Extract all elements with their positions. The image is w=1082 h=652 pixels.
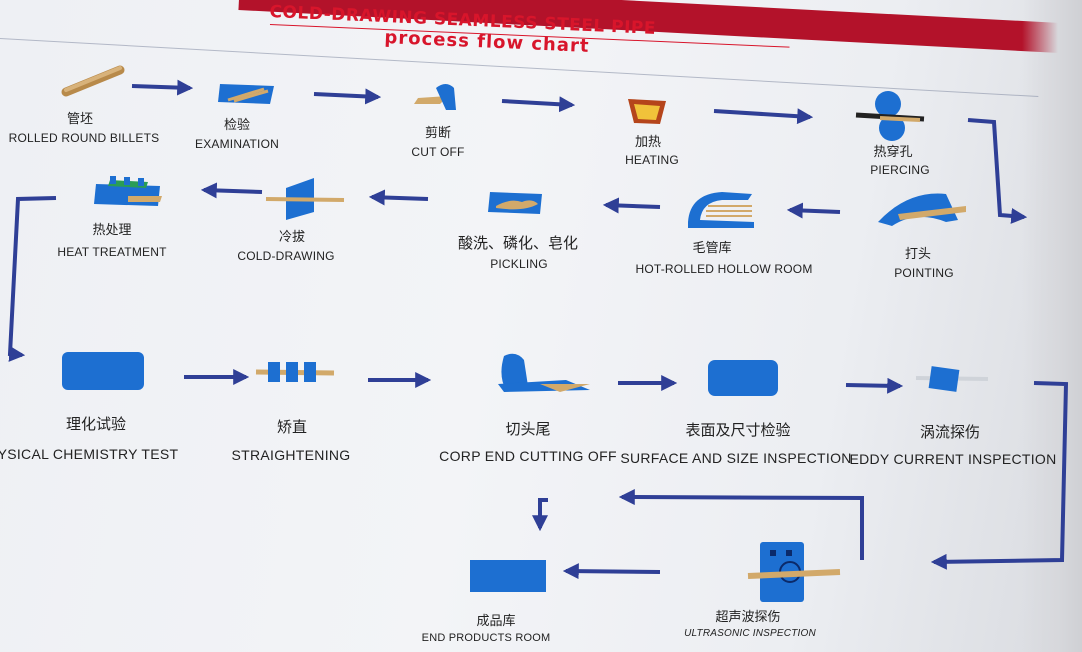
arrow-pointing-to-hollow (786, 202, 841, 219)
crop-end-icon (498, 353, 590, 392)
piercing-label-en: PIERCING (870, 163, 930, 177)
eddy-label-zh: 涡流探伤 (919, 423, 981, 441)
arrow-ultrasonic-to-endproducts-loop (618, 489, 864, 560)
surface-label-en: SURFACE AND SIZE INSPECTION (620, 450, 852, 466)
cropend-label-en: CORP END CUTTING OFF (439, 448, 617, 464)
piercing-icon (855, 91, 925, 141)
hollow-room-icon (688, 192, 754, 228)
pickling-label-zh: 酸洗、磷化、皂化 (457, 234, 579, 252)
ultrasonic-label-en: ULTRASONIC INSPECTION (684, 628, 816, 639)
arrow-cutoff-to-heating (501, 96, 576, 113)
pointing-icon (878, 193, 966, 226)
cutoff-label-en: CUT OFF (411, 145, 465, 159)
billets-label-en: ROLLED ROUND BILLETS (8, 131, 160, 145)
arrow-billets-to-exam (131, 79, 194, 96)
arrow-piercing-to-pointing (967, 118, 1028, 224)
cutoff-icon (414, 84, 456, 110)
eddy-current-icon (915, 366, 989, 392)
arrow-heating-to-piercing (713, 108, 814, 125)
arrow-ultrasonic-to-endproducts (562, 563, 661, 580)
pickling-label-en: PICKLING (490, 257, 548, 271)
arrow-eddy-to-ultrasonic (930, 381, 1069, 570)
heating-icon (628, 99, 666, 124)
arrow-down-to-endproducts (532, 498, 548, 532)
chemistry-test-icon (62, 352, 144, 390)
arrow-heattreat-to-chemtest (7, 196, 57, 362)
end-products-icon (470, 560, 546, 592)
pointing-label-en: POINTING (894, 266, 954, 280)
arrow-colddrawing-to-heattreat (200, 182, 263, 199)
cold-drawing-icon (265, 178, 345, 220)
heattreat-label-zh: 热处理 (92, 223, 132, 238)
examination-label-zh: 检验 (223, 118, 251, 133)
heattreat-label-en: HEAT TREATMENT (57, 245, 167, 259)
surface-label-zh: 表面及尺寸检验 (685, 421, 791, 439)
straightening-icon (255, 362, 335, 382)
piercing-label-zh: 热穿孔 (873, 145, 913, 160)
surface-inspection-icon (708, 360, 778, 396)
examination-label-en: EXAMINATION (195, 137, 279, 151)
heat-treatment-icon (94, 176, 162, 206)
colddrawing-label-zh: 冷拔 (278, 230, 306, 245)
arrow-pickling-to-colddrawing (368, 189, 429, 206)
ultrasonic-icon (747, 542, 841, 602)
cropend-label-zh: 切头尾 (505, 420, 551, 438)
eddy-label-en: EDDY CURRENT INSPECTION (849, 451, 1057, 467)
heating-label-zh: 加热 (634, 135, 662, 150)
chemtest-label-en: YSICAL CHEMISTRY TEST (0, 446, 179, 462)
endproducts-label-en: END PRODUCTS ROOM (421, 632, 551, 644)
arrow-hollow-to-pickling (602, 197, 661, 214)
wall-edge (1022, 0, 1082, 652)
arrow-surface-to-eddy (845, 377, 904, 394)
pickling-icon (488, 192, 542, 214)
hollow-label-en: HOT-ROLLED HOLLOW ROOM (635, 262, 813, 276)
straighten-label-zh: 矫直 (276, 418, 308, 436)
endproducts-label-zh: 成品库 (476, 614, 516, 629)
arrow-exam-to-cutoff (313, 88, 382, 105)
ultrasonic-label-zh: 超声波探伤 (715, 610, 781, 625)
pointing-label-zh: 打头 (904, 247, 932, 262)
colddrawing-label-en: COLD-DRAWING (237, 249, 335, 263)
cutoff-label-zh: 剪断 (424, 126, 452, 141)
examination-icon (218, 84, 274, 104)
billet-icon (61, 65, 125, 97)
straighten-label-en: STRAIGHTENING (231, 447, 351, 463)
heating-label-en: HEATING (625, 153, 679, 167)
chemtest-label-zh: 理化试验 (65, 415, 127, 433)
billets-label-zh: 管坯 (66, 112, 94, 127)
hollow-label-zh: 毛管库 (692, 241, 732, 256)
